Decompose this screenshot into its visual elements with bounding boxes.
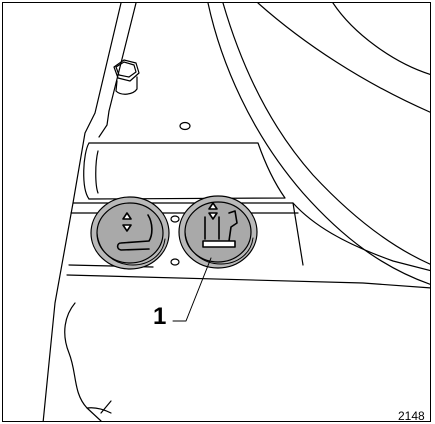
figure-number: 2148 [398, 409, 425, 422]
illustration-frame: 1 2148 [2, 2, 431, 422]
callout-label-1: 1 [153, 303, 167, 330]
seat-adjustment-knobs-illustration [42, 3, 430, 421]
seat-tilt-knob [90, 196, 170, 270]
callout-leader-line [172, 257, 212, 322]
seat-tilt-icon [116, 212, 153, 251]
seat-height-icon [202, 202, 238, 248]
seat-height-knob [178, 195, 258, 269]
bolt-hex [113, 59, 140, 95]
